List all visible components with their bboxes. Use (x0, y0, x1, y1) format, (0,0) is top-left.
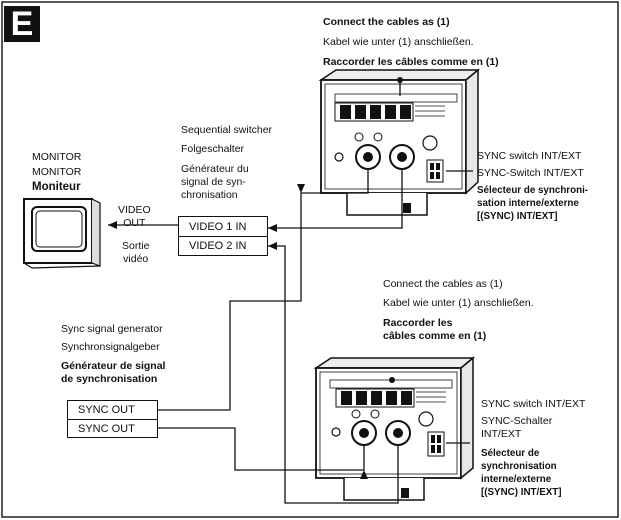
sync-generator-box: SYNC OUT SYNC OUT (67, 400, 158, 438)
sync-out-1-label: SYNC OUT (68, 401, 157, 420)
monitor-label-fr: Moniteur (32, 181, 81, 193)
bottom-note-fr: Raccorder les câbles comme en (1) (383, 317, 487, 342)
sync-out-2-label: SYNC OUT (78, 423, 135, 435)
leader-dot (389, 377, 395, 383)
video-1-in-label: VIDEO 1 IN (179, 218, 267, 237)
top-note-de: Kabel wie unter (1) anschließen. (323, 36, 474, 48)
section-letter: E (4, 6, 40, 42)
top-sync-switch-en: SYNC switch INT/EXT (477, 150, 582, 162)
camera-top-illustration (318, 68, 481, 216)
sync-generator-label-de: Synchronsignalgeber (61, 341, 160, 353)
camera-bottom-illustration (313, 356, 476, 501)
top-note-fr: Raccorder les câbles comme en (1) (323, 56, 499, 68)
monitor-label-en: MONITOR (32, 151, 82, 163)
sortie-video-label: Sortie vidéo (122, 240, 150, 265)
monitor-illustration (23, 198, 101, 269)
cable-lines (108, 82, 473, 504)
switcher-label-de: Folgeschalter (181, 143, 245, 155)
leader-dot (397, 77, 403, 83)
sync-generator-label-en: Sync signal generator (61, 323, 163, 335)
bottom-sync-switch-en: SYNC switch INT/EXT (481, 398, 586, 410)
switcher-label-en: Sequential switcher (181, 124, 273, 136)
sync-generator-label-fr: Générateur de signal de synchronisation (61, 360, 166, 385)
switcher-label-fr: Générateur du signal de syn- chronisatio… (181, 163, 249, 201)
top-sync-switch-de: SYNC-Switch INT/EXT (477, 167, 584, 179)
video-out-label: VIDEO OUT (118, 204, 151, 229)
top-note-en: Connect the cables as (1) (323, 16, 450, 28)
bottom-sync-switch-de: SYNC-Schalter INT/EXT (481, 415, 553, 440)
sequential-switcher-box: VIDEO 1 IN VIDEO 2 IN (178, 216, 268, 256)
bottom-note-en: Connect the cables as (1) (383, 278, 503, 290)
monitor-label-de: MONITOR (32, 166, 82, 178)
bottom-note-de: Kabel wie unter (1) anschließen. (383, 297, 534, 309)
arrowheads (108, 184, 368, 479)
bottom-sync-switch-fr: Sélecteur de synchronisation interne/ext… (481, 448, 562, 498)
top-sync-switch-fr: Sélecteur de synchroni- sation interne/e… (477, 185, 589, 222)
video-2-in-label: VIDEO 2 IN (189, 240, 247, 252)
